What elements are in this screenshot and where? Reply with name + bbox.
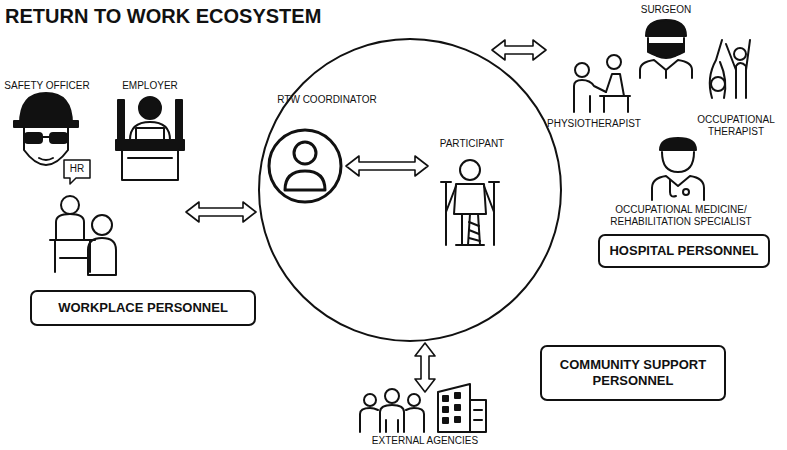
- employer-icon: [116, 97, 184, 180]
- external-agencies-icon: [360, 384, 486, 432]
- safety-officer-icon: [14, 93, 78, 165]
- physiotherapist-icon: [574, 55, 630, 112]
- hr-icon: [50, 160, 116, 275]
- group-circle: RTW COORDINATOR PARTICIPANT: [258, 38, 562, 342]
- group-box: WORKPLACE PERSONNEL: [30, 290, 256, 326]
- double-arrow: [492, 40, 546, 60]
- role-node: RTW COORDINATOR: [272, 94, 382, 106]
- node-label: COMMUNITY SUPPORT PERSONNEL: [550, 357, 716, 390]
- group-box: COMMUNITY SUPPORT PERSONNEL: [540, 345, 726, 401]
- node-label: HOSPITAL PERSONNEL: [609, 243, 758, 259]
- role-label: OCCUPATIONAL MEDICINE/ REHABILITATION SP…: [586, 204, 776, 228]
- double-arrow: [415, 343, 435, 392]
- occupational-therapist-icon: [710, 40, 750, 98]
- double-arrow: [186, 202, 256, 222]
- role-label: PHYSIOTHERAPIST: [540, 118, 648, 130]
- role-label: SAFETY OFFICER: [0, 80, 94, 92]
- role-label: OCCUPATIONAL THERAPIST: [688, 114, 784, 138]
- role-label: EXTERNAL AGENCIES: [350, 435, 500, 447]
- speech-bubble-text: HR: [64, 163, 90, 175]
- diagram-title: RETURN TO WORK ECOSYSTEM: [5, 5, 321, 28]
- group-box: HOSPITAL PERSONNEL: [598, 234, 770, 268]
- node-label: PARTICIPANT: [412, 138, 532, 150]
- node-label: RTW COORDINATOR: [272, 94, 382, 106]
- role-label: SURGEON: [626, 4, 706, 16]
- participant-figure: [441, 160, 499, 245]
- coordinator-icon: [269, 130, 341, 202]
- double-arrow: [346, 156, 428, 176]
- role-node: PARTICIPANT: [412, 138, 532, 150]
- surgeon-icon: [640, 20, 692, 78]
- node-label: WORKPLACE PERSONNEL: [58, 300, 228, 316]
- doctor-icon: [652, 138, 704, 200]
- role-label: EMPLOYER: [112, 80, 188, 92]
